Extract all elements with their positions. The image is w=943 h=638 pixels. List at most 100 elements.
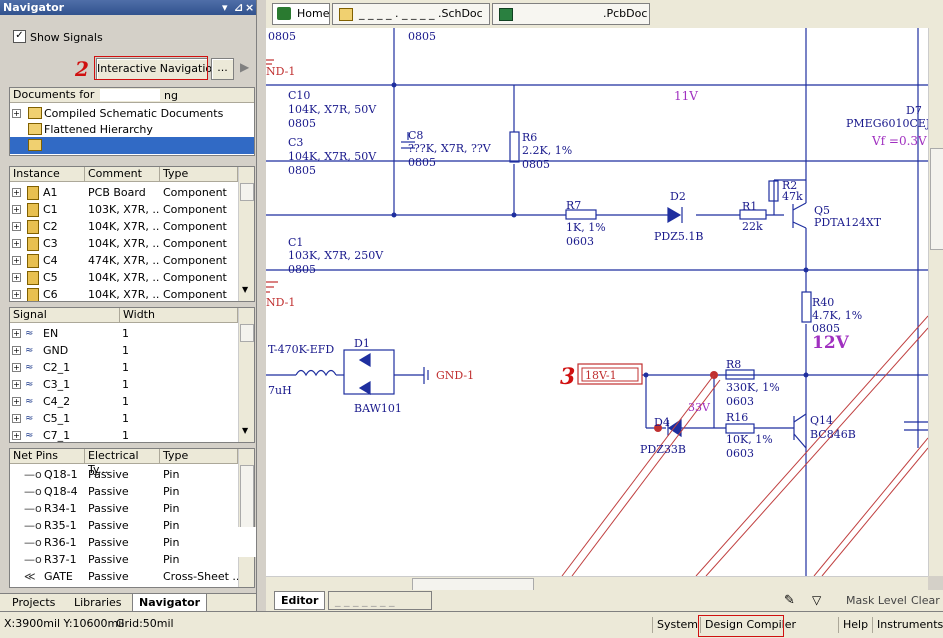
mask-level-label[interactable]: Mask Level	[846, 594, 907, 607]
expand-icon[interactable]: +	[12, 273, 21, 282]
tab-pcbdoc[interactable]: .PcbDoc	[492, 3, 650, 25]
expand-icon[interactable]: +	[12, 239, 21, 248]
tab-libraries[interactable]: Libraries	[74, 596, 122, 609]
signals-header: Signal Width	[10, 308, 254, 323]
expand-icon[interactable]: +	[12, 256, 21, 265]
expand-icon[interactable]: +	[12, 222, 21, 231]
play-icon[interactable]: ▶	[240, 60, 250, 74]
netpin-name: R34-1	[44, 502, 77, 515]
instance-name: C3	[43, 237, 58, 250]
netpins-scrollbar[interactable]	[238, 449, 254, 587]
interactive-navigation-button[interactable]: Interactive Navigation	[96, 58, 219, 80]
pin-icon[interactable]: ⊿	[234, 1, 244, 14]
instance-row[interactable]: + C5 104K, X7R, ...Component	[10, 269, 254, 286]
column-header-type[interactable]: Type	[160, 449, 238, 463]
close-icon[interactable]: ×	[245, 1, 255, 14]
scroll-down-icon[interactable]: ▼	[242, 426, 249, 435]
scroll-thumb[interactable]	[240, 183, 254, 201]
expand-icon[interactable]: +	[12, 329, 21, 338]
expand-icon[interactable]: +	[12, 363, 21, 372]
tree-item-selected[interactable]	[10, 137, 254, 154]
schematic-label-r40: R40	[812, 296, 835, 309]
expand-icon[interactable]: +	[12, 380, 21, 389]
annotation-highlight-box	[698, 615, 784, 637]
tree-item-compiled[interactable]: + Compiled Schematic Documents	[10, 105, 254, 122]
tab-other-document[interactable]: _ _ _ _ _ _ _	[328, 591, 432, 610]
more-button[interactable]: ...	[211, 58, 234, 80]
column-header-electrical-type[interactable]: Electrical Ty...	[85, 449, 160, 476]
canvas-vertical-scrollbar[interactable]	[928, 28, 943, 576]
tab-home[interactable]: Home	[272, 3, 330, 25]
expand-icon[interactable]: +	[12, 431, 21, 440]
schematic-label-r8p: 0603	[726, 395, 754, 408]
column-header-comment[interactable]: Comment	[85, 167, 160, 181]
instance-type: Component	[163, 271, 227, 284]
component-icon	[27, 254, 39, 268]
tab-navigator[interactable]: Navigator	[132, 594, 208, 612]
scroll-down-icon[interactable]: ▼	[242, 285, 249, 294]
design-compiler-button[interactable]: Design Compiler	[700, 617, 800, 633]
column-header-netpins[interactable]: Net Pins	[10, 449, 85, 463]
netpin-type: Pin	[163, 553, 180, 566]
tab-projects[interactable]: Projects	[12, 596, 56, 609]
expand-icon[interactable]: +	[12, 290, 21, 299]
expand-icon[interactable]: +	[12, 109, 21, 118]
schematic-label-r6v: 2.2K, 1%	[522, 144, 573, 157]
column-header-signal[interactable]: Signal	[10, 308, 120, 322]
tab-schdoc[interactable]: _ _ _ _ . _ _ _ _ .SchDoc	[332, 3, 490, 25]
dropdown-icon[interactable]: ▾	[222, 1, 228, 14]
expand-icon[interactable]: +	[12, 188, 21, 197]
expand-icon[interactable]: +	[12, 414, 21, 423]
instance-comment: 104K, X7R, ...	[88, 271, 160, 284]
help-button[interactable]: Help	[838, 617, 872, 633]
instance-name: C1	[43, 203, 58, 216]
signal-width: 1	[122, 412, 129, 425]
signals-scrollbar[interactable]: ▼	[238, 308, 254, 442]
instruments-button[interactable]: Instruments	[872, 617, 943, 633]
expand-icon[interactable]: +	[12, 205, 21, 214]
filter-icon[interactable]: ▽	[812, 593, 822, 607]
tab-editor[interactable]: Editor	[274, 591, 326, 610]
expand-icon[interactable]: +	[12, 397, 21, 406]
system-button[interactable]: System	[652, 617, 702, 633]
show-signals-checkbox[interactable]: ✓	[13, 30, 26, 43]
scroll-thumb[interactable]	[240, 324, 254, 342]
clear-button[interactable]: Clear	[911, 594, 940, 607]
column-header-width[interactable]: Width	[120, 308, 238, 322]
schematic-label-r7: R7	[566, 199, 582, 212]
expand-icon[interactable]: +	[12, 346, 21, 355]
column-header-instance[interactable]: Instance	[10, 167, 85, 181]
schematic-label-c3: C3	[288, 136, 304, 149]
canvas-horizontal-scrollbar[interactable]	[266, 576, 928, 591]
scroll-thumb[interactable]	[930, 148, 943, 250]
port-icon: ≪	[24, 570, 36, 583]
instances-scrollbar[interactable]: ▼	[238, 167, 254, 301]
column-header-type[interactable]: Type	[160, 167, 238, 181]
tree-item-flattened[interactable]: Flattened Hierarchy	[10, 121, 254, 138]
instance-name: C5	[43, 271, 58, 284]
eraser-icon[interactable]: ✎	[784, 593, 795, 608]
panel-splitter[interactable]	[257, 0, 266, 611]
signal-width: 1	[122, 429, 129, 442]
